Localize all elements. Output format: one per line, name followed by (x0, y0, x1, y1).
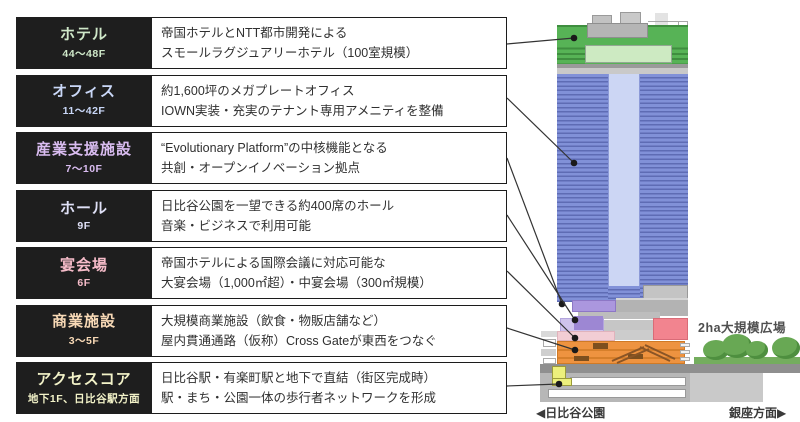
office-core-shaft (608, 74, 640, 286)
commercial-desc-line2: 屋内貫通通路（仮称）Cross Gateが東西をつなぐ (161, 333, 437, 348)
commercial-label-box: 商業施設 3～5F (16, 304, 152, 357)
banquet-label-box: 宴会場 6F (16, 247, 152, 299)
office-desc-line2: IOWN実装・充実のテナント専用アメニティを整備 (161, 103, 444, 118)
podium-slab (603, 320, 655, 331)
plaza-tree (772, 337, 800, 359)
hotel-atrium-panel (585, 45, 672, 63)
access-core-desc-line2: 駅・まち・公園一体の歩行者ネットワークを形成 (161, 391, 437, 405)
table-row-office: オフィス 11～42F 約1,600坪のメガプレートオフィス IOWN実装・充実… (16, 74, 507, 127)
floor-info-table: ホテル 44～48F 帝国ホテルとNTT都市開発による スモールラグジュアリーホ… (16, 17, 507, 414)
office-section (640, 74, 688, 302)
table-row-hotel: ホテル 44～48F 帝国ホテルとNTT都市開発による スモールラグジュアリーホ… (16, 17, 507, 69)
shop-fixture (628, 354, 643, 359)
park-side-terrace (543, 339, 556, 347)
park-side-terrace (541, 349, 556, 356)
hotel-floor-stripes (557, 44, 585, 64)
commercial-floor-line (558, 349, 684, 351)
banquet-section (557, 331, 615, 341)
plaza-tree (746, 341, 768, 359)
commercial-label: 商業施設 (51, 313, 116, 330)
industry-support-desc-line1: “Evolutionary Platform”の中核機能となる (161, 141, 388, 155)
basement-floor-slab (548, 389, 686, 398)
park-side-terrace (541, 331, 557, 337)
facade-louver (680, 357, 690, 361)
facade-louver (680, 343, 690, 347)
hotel-floors: 44～48F (62, 47, 106, 60)
industry-support-label-box: 産業支援施設 7～10F (16, 132, 152, 184)
roof-railing (648, 21, 688, 26)
basement-structure (690, 373, 763, 402)
table-row-banquet: 宴会場 6F 帝国ホテルによる国際会議に対応可能な 大宴会場（1,000㎡超）・… (16, 247, 507, 299)
banquet-floors: 6F (77, 277, 91, 289)
hall-label: ホール (59, 199, 108, 217)
hall-label-box: ホール 9F (16, 189, 152, 242)
banquet-desc-line2: 大宴会場（1,000㎡超）・中宴会場（300㎡規模） (161, 276, 432, 290)
banquet-description-box: 帝国ホテルによる国際会議に対応可能な 大宴会場（1,000㎡超）・中宴会場（30… (152, 247, 507, 299)
access-core-label: アクセスコア (36, 370, 132, 388)
mechanical-band (557, 64, 688, 68)
industry-support-desc-line2: 共創・オープンイノベーション拠点 (161, 161, 361, 175)
podium-slab (578, 312, 660, 319)
table-row-hall: ホール 9F 日比谷公園を一望できる約400席のホール 音楽・ビジネスで利用可能 (16, 189, 507, 242)
access-core-floors: 地下1F、日比谷駅方面 (27, 392, 141, 405)
facade-louver (680, 350, 690, 354)
hall-desc-line1: 日比谷公園を一望できる約400席のホール (161, 198, 395, 213)
table-row-commercial: 商業施設 3～5F 大規模商業施設（飲食・物販店舗など） 屋内貫通通路（仮称）C… (16, 304, 507, 357)
banquet-label: 宴会場 (59, 257, 108, 274)
banquet-hall-block (653, 318, 688, 340)
industry-support-floors: 7～10F (65, 162, 103, 175)
hall-section-inner (574, 316, 603, 330)
hotel-desc-line2: スモールラグジュアリーホテル（100室規模） (161, 46, 419, 60)
hotel-description-box: 帝国ホテルとNTT都市開発による スモールラグジュアリーホテル（100室規模） (152, 17, 507, 69)
access-core-desc-line1: 日比谷駅・有楽町駅と地下で直結（街区完成時） (161, 371, 437, 385)
ground-plaza-deck (540, 364, 800, 373)
rooftop-penthouse (587, 23, 648, 38)
industry-support-section (572, 300, 616, 312)
hotel-label-box: ホテル 44～48F (16, 17, 152, 69)
hibiya-park-caption: ◀日比谷公園 (536, 406, 606, 420)
background-building (655, 13, 668, 25)
office-section (557, 74, 608, 302)
office-label-box: オフィス 11～42F (16, 74, 152, 127)
basement-floor-slab (570, 377, 686, 386)
industry-support-description-box: “Evolutionary Platform”の中核機能となる 共創・オープンイ… (152, 132, 507, 184)
plaza-size-label: 2ha大規模広場 (698, 321, 787, 335)
access-core-section (552, 378, 572, 386)
office-description-box: 約1,600坪のメガプレートオフィス IOWN実装・充実のテナント専用アメニティ… (152, 74, 507, 127)
podium-slab (615, 330, 653, 340)
roof-railing-post (678, 21, 679, 26)
office-label: オフィス (52, 83, 116, 100)
hotel-floor-stripes (672, 44, 688, 64)
access-core-label-box: アクセスコア 地下1F、日比谷駅方面 (16, 362, 152, 414)
shop-fixture (593, 343, 608, 349)
commercial-desc-line1: 大規模商業施設（飲食・物販店舗など） (161, 313, 387, 328)
table-row-industry-support: 産業支援施設 7～10F “Evolutionary Platform”の中核機… (16, 132, 507, 184)
table-row-access-core: アクセスコア 地下1F、日比谷駅方面 日比谷駅・有楽町駅と地下で直結（街区完成時… (16, 362, 507, 414)
industry-support-label: 産業支援施設 (35, 140, 132, 158)
hotel-label: ホテル (59, 25, 108, 43)
plaza-hedge (694, 357, 800, 364)
hall-description-box: 日比谷公園を一望できる約400席のホール 音楽・ビジネスで利用可能 (152, 189, 507, 242)
commercial-description-box: 大規模商業施設（飲食・物販店舗など） 屋内貫通通路（仮称）Cross Gateが… (152, 304, 507, 357)
hotel-desc-line1: 帝国ホテルとNTT都市開発による (161, 26, 348, 40)
office-desc-line1: 約1,600坪のメガプレートオフィス (161, 83, 355, 98)
hall-desc-line2: 音楽・ビジネスで利用可能 (161, 218, 312, 233)
mechanical-band (557, 68, 688, 74)
commercial-floors: 3～5F (68, 335, 100, 347)
park-side-terrace (543, 358, 556, 364)
access-core-description-box: 日比谷駅・有楽町駅と地下で直結（街区完成時） 駅・まち・公園一体の歩行者ネットワ… (152, 362, 507, 414)
podium-slab (616, 298, 688, 316)
hall-floors: 9F (77, 219, 91, 232)
ginza-caption: 銀座方面▶ (729, 406, 787, 420)
shop-fixture (574, 356, 589, 361)
banquet-desc-line1: 帝国ホテルによる国際会議に対応可能な (161, 256, 386, 270)
office-floors: 11～42F (62, 105, 106, 117)
